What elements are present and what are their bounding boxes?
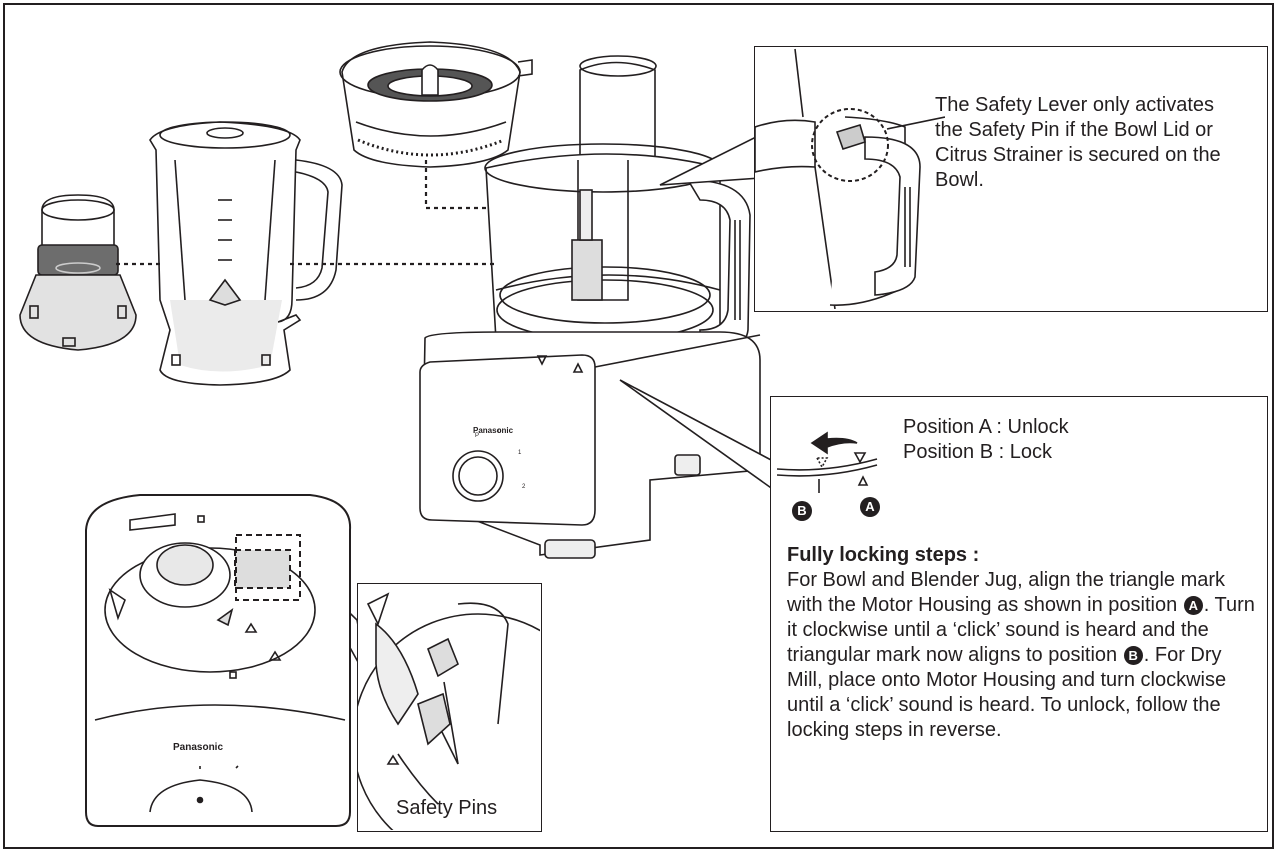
- safety-lever-detail-icon: [755, 48, 945, 309]
- locking-steps-callout: B A Position A : Unlock Position B : Loc…: [770, 396, 1268, 832]
- locking-steps-heading: Fully locking steps :: [787, 544, 980, 566]
- locking-steps-part3: . For Dry Mill, place onto Motor Housing…: [787, 644, 1227, 741]
- dial-label-P: P: [475, 433, 479, 439]
- food-processor: Panasonic P 0 1 2: [419, 55, 761, 559]
- locking-steps-part1: For Bowl and Blender Jug, align the tria…: [787, 569, 1226, 616]
- inline-marker-a-icon: A: [1183, 596, 1203, 615]
- safety-lever-text: The Safety Lever only activates the Safe…: [935, 94, 1221, 191]
- safety-pins-callout: Safety Pins: [357, 583, 542, 832]
- position-b-label: Position B : Lock: [903, 441, 1052, 463]
- motor-base-top-view: Panasonic: [85, 494, 352, 827]
- svg-text:Panasonic: Panasonic: [473, 426, 514, 435]
- marker-b-icon: B: [792, 501, 812, 521]
- diagram-frame: [3, 3, 1274, 849]
- svg-text:Panasonic: Panasonic: [173, 742, 223, 753]
- marker-a-icon: A: [860, 497, 880, 517]
- dial-label-2: 2: [522, 484, 526, 490]
- position-a-label: Position A : Unlock: [903, 416, 1069, 438]
- inline-marker-b-icon: B: [1123, 646, 1143, 665]
- dial-label-1: 1: [518, 450, 522, 456]
- rotation-arrow-icon: [777, 431, 878, 493]
- safety-pins-detail-icon: [358, 592, 540, 830]
- dial-label-0: 0: [498, 429, 502, 435]
- locking-steps-text: Fully locking steps : For Bowl and Blend…: [787, 543, 1257, 743]
- safety-lever-callout: The Safety Lever only activates the Safe…: [754, 46, 1268, 312]
- blender-jug: [149, 121, 343, 386]
- safety-pins-label: Safety Pins: [396, 797, 498, 819]
- assembly-guides: [116, 160, 494, 266]
- citrus-strainer: [339, 41, 533, 168]
- locking-steps-part2: . Turn it clockwise until a ‘click’ soun…: [787, 594, 1255, 666]
- dry-mill: [19, 194, 137, 351]
